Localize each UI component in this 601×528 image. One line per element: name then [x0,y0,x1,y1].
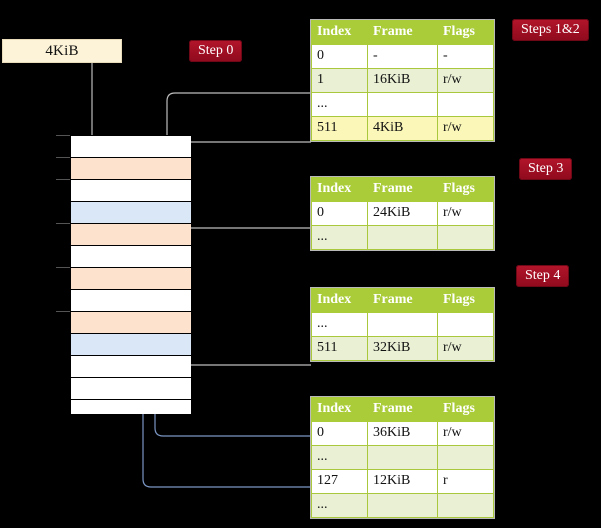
cell-index: 127 [311,469,368,494]
table-row-highlighted[interactable]: 511 4KiB r/w [311,116,494,141]
cell-index: ... [311,225,368,250]
cell-flags [437,312,494,337]
page-table-level2: Index Frame Flags ... 511 32KiB r/w [311,288,494,361]
cell-index: ... [311,312,368,337]
table-row[interactable]: ... [311,493,494,518]
memory-tick [56,267,70,268]
column-header-frame: Frame [367,177,438,202]
table-header-row: Index Frame Flags [311,177,494,202]
cell-frame [367,92,438,117]
memory-row [71,400,191,414]
cell-flags: r/w [437,421,494,446]
step-pill-steps1and2[interactable]: Steps 1&2 [512,19,589,41]
cell-index: 1 [311,68,368,93]
memory-tick [56,179,70,180]
page-table-level3: Index Frame Flags 0 24KiB r/w ... [311,177,494,250]
cell-index: 0 [311,44,368,69]
table-row[interactable]: ... [311,312,494,337]
column-header-frame: Frame [367,397,438,422]
memory-row [71,312,191,334]
physical-memory-column [70,135,191,414]
table-row[interactable]: 0 24KiB r/w [311,201,494,226]
cell-flags: r/w [437,336,494,361]
memory-row [71,268,191,290]
cell-frame [367,312,438,337]
table-row[interactable]: ... [311,92,494,117]
step-pill-step4[interactable]: Step 4 [516,265,570,287]
column-header-index: Index [311,20,368,45]
cell-index: 511 [311,336,368,361]
column-header-frame: Frame [367,288,438,313]
column-header-flags: Flags [437,288,494,313]
cell-flags: r/w [437,116,494,141]
memory-row [71,180,191,202]
memory-row [71,290,191,312]
memory-tick [56,135,70,136]
page-table-level1: Index Frame Flags 0 36KiB r/w ... 127 12… [311,397,494,518]
memory-row [71,356,191,378]
cell-flags: r/w [437,201,494,226]
memory-row [71,224,191,246]
table-header-row: Index Frame Flags [311,20,494,45]
cell-frame [367,445,438,470]
column-header-frame: Frame [367,20,438,45]
table-row[interactable]: 127 12KiB r [311,469,494,494]
cell-flags: r [437,469,494,494]
memory-row [71,378,191,400]
memory-row [71,136,191,158]
cell-frame: 24KiB [367,201,438,226]
cell-frame: 36KiB [367,421,438,446]
table-row[interactable]: ... [311,225,494,250]
table-header-row: Index Frame Flags [311,397,494,422]
table-header-row: Index Frame Flags [311,288,494,313]
cell-index: ... [311,493,368,518]
cell-flags: - [437,44,494,69]
memory-tick [56,311,70,312]
memory-row [71,202,191,224]
column-header-flags: Flags [437,177,494,202]
table-row[interactable]: ... [311,445,494,470]
memory-row [71,334,191,356]
column-header-flags: Flags [437,397,494,422]
column-header-flags: Flags [437,20,494,45]
table-row[interactable]: 0 - - [311,44,494,69]
column-header-index: Index [311,177,368,202]
cell-index: ... [311,92,368,117]
table-row[interactable]: 511 32KiB r/w [311,336,494,361]
table-row[interactable]: 0 36KiB r/w [311,421,494,446]
cell-frame: 12KiB [367,469,438,494]
memory-tick [56,223,70,224]
page-table-level4: Index Frame Flags 0 - - 1 16KiB r/w ... [311,20,494,141]
memory-row [71,246,191,268]
cell-index: 511 [311,116,368,141]
cell-index: 0 [311,421,368,446]
cell-flags: r/w [437,68,494,93]
cell-flags [437,445,494,470]
memory-row [71,158,191,180]
cell-index: 0 [311,201,368,226]
source-frame-box: 4KiB [2,39,122,63]
cell-flags [437,225,494,250]
memory-tick [56,157,70,158]
cell-flags [437,493,494,518]
cell-frame: 32KiB [367,336,438,361]
cell-frame: 16KiB [367,68,438,93]
column-header-index: Index [311,397,368,422]
cell-frame: - [367,44,438,69]
table-row[interactable]: 1 16KiB r/w [311,68,494,93]
cell-frame: 4KiB [367,116,438,141]
step-pill-step3[interactable]: Step 3 [519,158,573,180]
step-pill-step0[interactable]: Step 0 [189,40,243,62]
cell-flags [437,92,494,117]
cell-frame [367,225,438,250]
cell-frame [367,493,438,518]
column-header-index: Index [311,288,368,313]
cell-index: ... [311,445,368,470]
